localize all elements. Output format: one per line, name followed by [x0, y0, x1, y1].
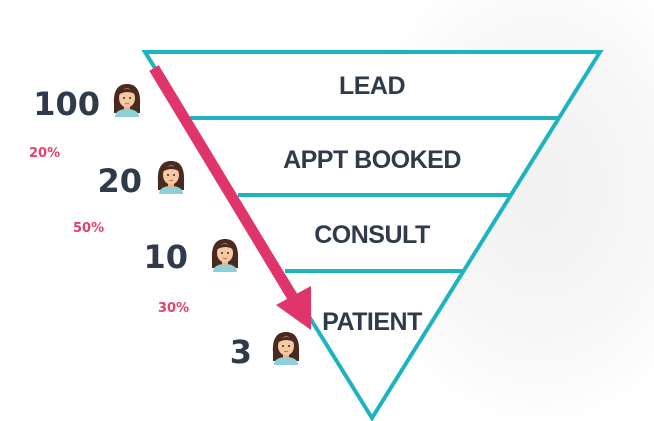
count-appt-booked: 20	[97, 162, 142, 200]
conversion-rate-appt-to-consult: 50%	[73, 221, 104, 236]
stage-label-consult: CONSULT	[314, 221, 430, 249]
stage-label-lead: LEAD	[339, 72, 405, 100]
count-patient: 3	[230, 333, 252, 371]
stage-label-patient: PATIENT	[322, 308, 422, 336]
conversion-rate-consult-to-patient: 30%	[158, 301, 189, 316]
woman-avatar-icon	[157, 160, 185, 195]
count-lead: 100	[33, 85, 100, 123]
count-consult: 10	[143, 238, 188, 276]
flow-arrow	[149, 65, 311, 330]
conversion-rate-lead-to-appt: 20%	[29, 146, 60, 161]
stage-label-appt-booked: APPT BOOKED	[283, 146, 461, 174]
woman-avatar-icon	[211, 238, 239, 273]
woman-avatar-icon	[272, 331, 300, 366]
woman-avatar-icon	[113, 83, 141, 118]
